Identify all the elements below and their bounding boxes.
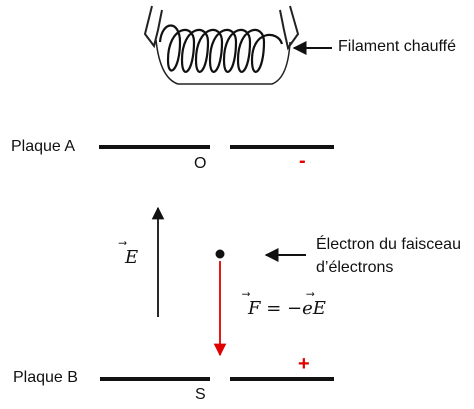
plate-b-sign: + — [298, 353, 310, 375]
force-rhs: E — [312, 298, 326, 319]
force-lhs: F — [248, 298, 261, 319]
force-equation: F⃗ = −eE⃗ — [248, 298, 326, 319]
force-equals: = −e — [260, 298, 313, 319]
hole-o-label: O — [194, 155, 207, 172]
field-letter: E — [125, 247, 139, 268]
electron-label-line2: d’électrons — [316, 259, 394, 276]
filament-holder — [143, 5, 300, 85]
plate-b-label: Plaque B — [13, 369, 78, 386]
electron-label-line1: Électron du faisceau — [316, 236, 461, 253]
filament-coil — [158, 24, 284, 73]
plate-a-label: Plaque A — [11, 138, 76, 155]
hole-s-label: S — [195, 386, 206, 403]
plate-a-sign: - — [299, 150, 306, 172]
filament-label: Filament chauffé — [338, 38, 456, 55]
electron-dot — [215, 249, 225, 259]
field-symbol: E⃗ — [125, 247, 138, 268]
